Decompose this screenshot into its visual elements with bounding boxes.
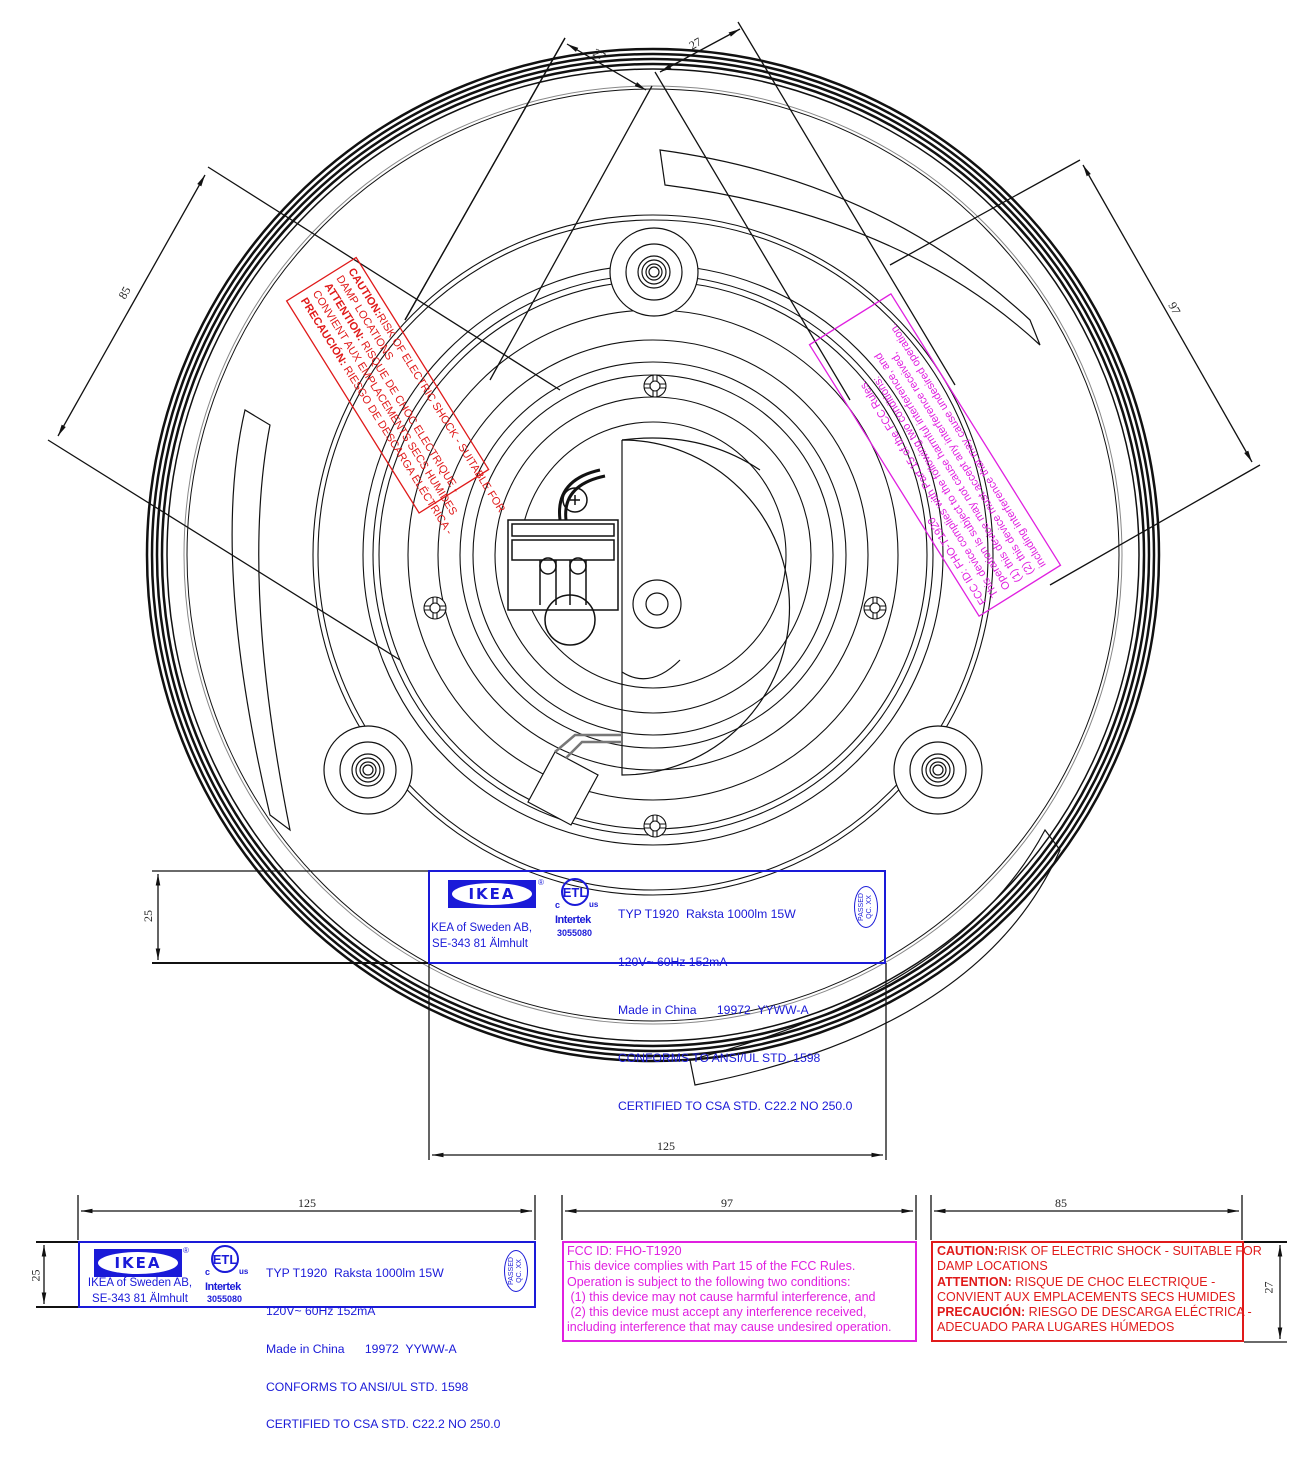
dimension-85-part <box>47 166 561 661</box>
caution-label-flat: CAUTION:RISK OF ELECTRIC SHOCK - SUITABL… <box>931 1241 1262 1342</box>
outer-rim <box>145 47 1161 1063</box>
svg-text:85: 85 <box>115 284 133 301</box>
svg-text:125: 125 <box>657 1139 675 1153</box>
qc-passed-stamp: PASSED QC. XX <box>854 886 878 928</box>
svg-text:25: 25 <box>141 910 155 922</box>
dimension-27-top <box>404 21 956 401</box>
caution-label-height-dim: 27 <box>1261 1281 1276 1294</box>
rating-label-width-dim: 125 <box>298 1196 316 1210</box>
fcc-label-flat: FCC ID: FHO-T1920 This device complies w… <box>562 1241 917 1342</box>
svg-text:ATTENTION: RISQUE DE CHOC ELEC: ATTENTION: RISQUE DE CHOC ELECTRIQUE - <box>322 281 462 495</box>
qc-passed-stamp: PASSED QC. XX <box>504 1250 528 1292</box>
rating-label-height-dim: 25 <box>28 1269 43 1282</box>
lamp-base-drawing: 85 97 27 27 CAUTION:RISK OF ELECTRIC SHO… <box>36 21 1287 1343</box>
dimension-25-125-part <box>152 870 887 1160</box>
screw-boss-left <box>323 725 413 815</box>
etl-cert-mark-icon: ETL c us Intertek 3055080 <box>552 878 602 948</box>
flat-label-dimensions <box>36 1195 1287 1343</box>
fcc-label-width-dim: 97 <box>721 1196 733 1210</box>
ikea-logo: IKEA <box>94 1249 182 1277</box>
screw-boss-right <box>893 725 983 815</box>
rating-label-on-part: IKEA ® IKEA of Sweden AB, SE-343 81 Älmh… <box>427 870 886 1113</box>
terminal-block <box>507 468 619 646</box>
company-address: IKEA of Sweden AB, SE-343 81 Älmhult <box>87 1277 193 1305</box>
rating-spec-text: TYP T1920 Raksta 1000lm 15W 120V~ 60Hz 1… <box>618 907 853 1113</box>
caution-label-on-part: CAUTION:RISK OF ELECTRIC SHOCK - SUITABL… <box>285 256 507 537</box>
dimension-97-part <box>889 159 1261 586</box>
caution-label-width-dim: 85 <box>1055 1196 1067 1210</box>
screw-boss-top <box>609 227 699 317</box>
rating-spec-text: TYP T1920 Raksta 1000lm 15W 120V~ 60Hz 1… <box>266 1266 501 1432</box>
etl-cert-mark-icon: ETL c us Intertek 3055080 <box>202 1245 252 1315</box>
wire-channel <box>527 733 622 826</box>
center-cutout <box>621 437 791 776</box>
ikea-logo: IKEA <box>448 880 536 908</box>
fcc-label-on-part: FCC ID: FHO-T1920 This device complies w… <box>808 292 1062 618</box>
fcc-id: FCC ID: FHO-T1920 <box>567 1244 682 1258</box>
rating-label-flat: IKEA ® IKEA of Sweden AB, SE-343 81 Älmh… <box>78 1241 536 1430</box>
mid-rings <box>312 214 994 896</box>
company-address: IKEA of Sweden AB, SE-343 81 Älmhult <box>427 922 533 950</box>
arc-slots <box>231 149 1061 1086</box>
